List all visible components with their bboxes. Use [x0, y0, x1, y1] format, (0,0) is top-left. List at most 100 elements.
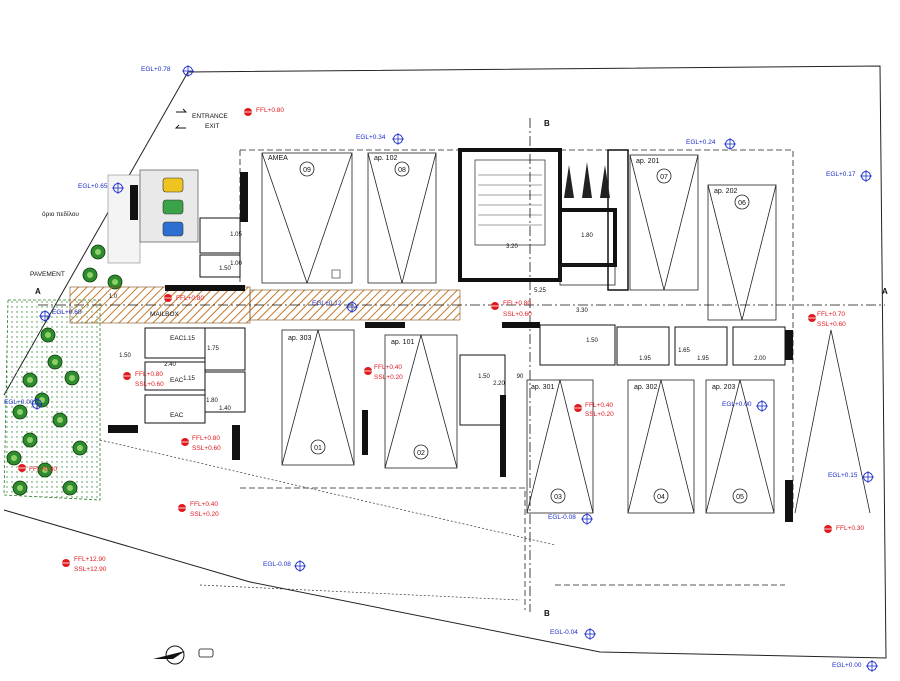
egl-0-34: EGL+0.34 — [356, 134, 386, 141]
dim-1-15-a: 1.15 — [183, 336, 195, 342]
section-b-top: B — [544, 119, 550, 128]
ap-301-label: ap. 301 — [531, 384, 554, 391]
ap-303-label: ap. 303 — [288, 335, 311, 342]
dim-1-40: 1.40 — [219, 406, 231, 412]
ffl-bl: FFL+12.90 — [74, 556, 106, 563]
dim-1-50-d: 1.50 — [586, 338, 598, 344]
egl-0-00-right: EGL+0.00 — [722, 401, 752, 408]
thick-walls — [108, 172, 793, 522]
conifer-trees — [564, 162, 610, 198]
bay-03: 03 — [554, 494, 562, 501]
egl-0-15: EGL+0.15 — [828, 472, 858, 479]
ffl-eac: FFL+0.80 — [135, 371, 163, 378]
bay-number-circles — [299, 161, 750, 504]
ssl-eac: SSL+0.60 — [135, 381, 164, 388]
accessible-parking-icon — [331, 269, 341, 279]
ffl-mailbox: FFL+0.80 — [176, 295, 204, 302]
ssl-low-left: SSL+0.60 — [192, 445, 221, 452]
ap-102-label: ap. 102 — [374, 155, 397, 162]
ap-202-label: ap. 202 — [714, 188, 737, 195]
egl-0-60: EGL+0.60 — [52, 309, 82, 316]
dim-1-05: 1.05 — [230, 232, 242, 238]
dim-1-95-b: 1.95 — [697, 356, 709, 362]
egl-0-00-left: EGL+0.00 — [4, 399, 34, 406]
dim-90: 90 — [517, 374, 524, 380]
egl-0-04: EGL-0.04 — [550, 629, 578, 636]
egl-0-08-b: EGL-0.08 — [263, 561, 291, 568]
ffl-right: FFL+0.70 — [817, 311, 845, 318]
section-a-left: A — [35, 287, 41, 296]
mailbox-label: MAILBOX — [150, 311, 180, 318]
bay-05: 05 — [736, 494, 744, 501]
amea-label: AMEA — [268, 155, 288, 162]
ap-203-label: ap. 203 — [712, 384, 735, 391]
bay-07: 07 — [660, 174, 668, 181]
ssl-center: SSL+0.60 — [503, 311, 532, 318]
plot-limit-label: όριο πεδίλου — [42, 210, 79, 218]
north-arrow-icon — [153, 645, 214, 665]
dim-1-00: 1.00 — [230, 261, 242, 267]
pavement-label: PAVEMENT — [30, 271, 65, 278]
bay-02: 02 — [417, 450, 425, 457]
dim-3-20: 3.20 — [506, 244, 518, 250]
dim-1-0: 1.0 — [109, 294, 118, 300]
section-b-bottom: B — [544, 609, 550, 618]
access-area — [107, 169, 199, 264]
ffl-left: FFL+0.80 — [29, 466, 57, 473]
ffl-center: FFL+0.80 — [503, 300, 531, 307]
ssl-right: SSL+0.60 — [817, 321, 846, 328]
dim-1-50-b: 1.50 — [119, 353, 131, 359]
eac-3: EAC — [170, 412, 184, 419]
dim-2-00: 2.00 — [754, 356, 766, 362]
dim-1-15-b: 1.15 — [183, 376, 195, 382]
dim-1-50-c: 1.50 — [478, 374, 490, 380]
egl-0-08-a: EGL-0.08 — [548, 514, 576, 521]
ffl-cr: FFL+0.40 — [585, 402, 613, 409]
dim-5-25: 5.25 — [534, 288, 546, 294]
ground-lines — [99, 439, 556, 601]
bay-06: 06 — [738, 200, 746, 207]
eac-2: EAC — [170, 377, 184, 384]
egl-0-65: EGL+0.65 — [78, 183, 108, 190]
exit-label: EXIT — [205, 123, 219, 130]
site-boundary — [3, 65, 887, 659]
entrance-arrows — [174, 108, 188, 129]
bay-08: 08 — [398, 167, 406, 174]
parking-bays — [261, 152, 871, 514]
bay-01: 01 — [314, 445, 322, 452]
egl-0-17: EGL+0.17 — [826, 171, 856, 178]
dim-2-40: 2.40 — [164, 362, 176, 368]
ap-302-label: ap. 302 — [634, 384, 657, 391]
dim-1-80: 1.80 — [581, 233, 593, 239]
dim-1-65: 1.65 — [678, 348, 690, 354]
ap-101-label: ap. 101 — [391, 339, 414, 346]
dim-3-30: 3.30 — [576, 308, 588, 314]
dim-1-80-b: 1.80 — [206, 398, 218, 404]
ffl-entrance: FFL+0.80 — [256, 107, 284, 114]
left-rooms — [144, 217, 786, 426]
ssl-mid: SSL+0.20 — [374, 374, 403, 381]
egl-0-78: EGL+0.78 — [141, 66, 171, 73]
ffl-mid: FFL+0.40 — [374, 364, 402, 371]
dim-2-20: 2.20 — [493, 381, 505, 387]
ffl-low-left: FFL+0.80 — [192, 435, 220, 442]
dim-1-95-a: 1.95 — [639, 356, 651, 362]
ap-201-label: ap. 201 — [636, 158, 659, 165]
egl-0-12: EGL+0.12 — [312, 300, 342, 307]
section-lines — [38, 118, 885, 612]
bay-09: 09 — [303, 167, 311, 174]
eac-1: EAC — [170, 335, 184, 342]
ffl-br: FFL+0.30 — [836, 525, 864, 532]
bay-04: 04 — [657, 494, 665, 501]
ffl-lower: FFL+0.40 — [190, 501, 218, 508]
entrance-label: ENTRANCE — [192, 113, 228, 120]
stair-core — [458, 148, 629, 291]
ssl-bl: SSL+12.90 — [74, 566, 107, 573]
ssl-lower: SSL+0.20 — [190, 511, 219, 518]
egl-0-24: EGL+0.24 — [686, 139, 716, 146]
section-a-right: A — [882, 287, 888, 296]
dim-1-75: 1.75 — [207, 346, 219, 352]
egl-markers — [30, 64, 879, 673]
ssl-cr: SSL+0.20 — [585, 411, 614, 418]
